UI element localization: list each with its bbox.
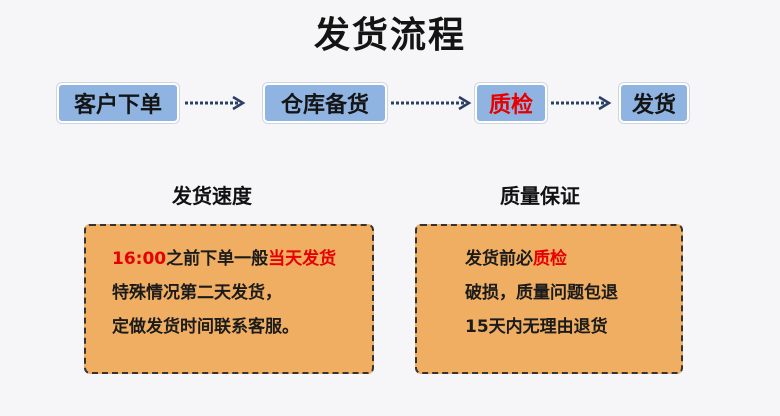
page-title: 发货流程 xyxy=(313,15,466,56)
speed-line-2: 特殊情况第二天发货， xyxy=(112,283,282,303)
arrow-3-icon xyxy=(549,92,615,114)
arrow-1-icon xyxy=(183,92,249,114)
same-day-highlight: 当天发货 xyxy=(268,249,337,269)
speed-line-1: 16:00之前下单一般当天发货 xyxy=(112,242,358,276)
speed-line-3: 定做发货时间联系客服。 xyxy=(112,317,299,337)
qc-highlight: 质检 xyxy=(533,249,567,269)
step-warehouse-prep: 仓库备货 xyxy=(263,83,387,123)
quality-line-2: 破损，质量问题包退 xyxy=(465,283,618,303)
quality-card: 发货前必质检 破损，质量问题包退 15天内无理由退货 xyxy=(415,224,683,374)
speed-section-title: 发货速度 xyxy=(172,184,252,208)
quality-section-title: 质量保证 xyxy=(500,184,580,208)
quality-line-3: 15天内无理由退货 xyxy=(465,317,608,337)
speed-line-1-text: 之前下单一般 xyxy=(166,249,269,269)
quality-line-1-text: 发货前必 xyxy=(465,249,533,269)
arrow-2-icon xyxy=(389,92,475,114)
step-quality-check: 质检 xyxy=(475,83,547,123)
step-customer-order: 客户下单 xyxy=(57,83,179,123)
speed-card: 16:00之前下单一般当天发货 特殊情况第二天发货， 定做发货时间联系客服。 xyxy=(84,224,374,374)
step-ship: 发货 xyxy=(619,83,689,123)
cutoff-time: 16:00 xyxy=(112,249,167,269)
quality-line-1: 发货前必质检 xyxy=(465,242,667,276)
